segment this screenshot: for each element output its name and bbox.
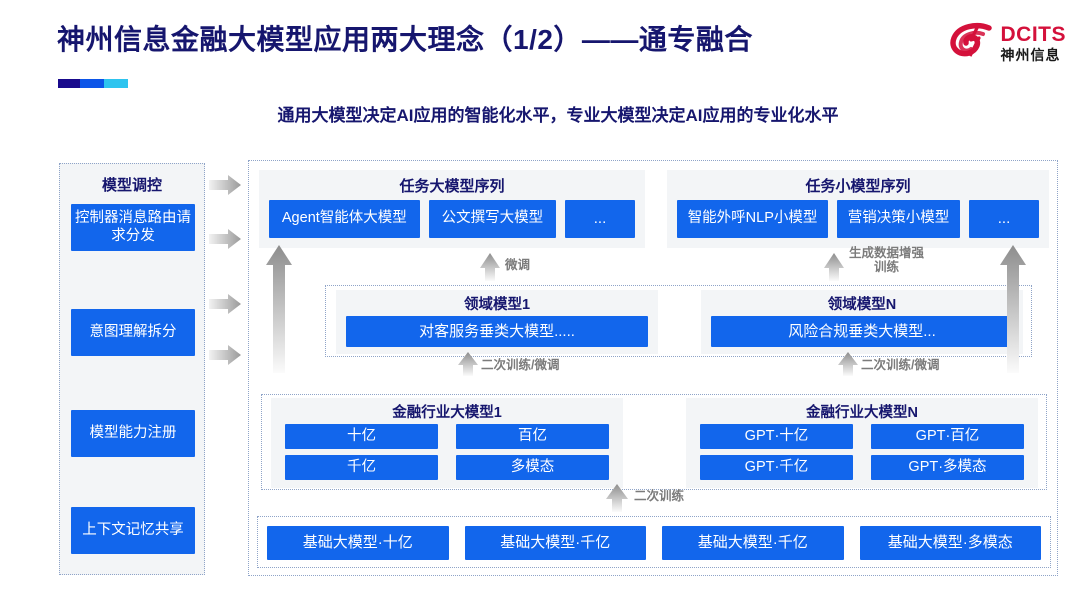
right-arrow-icon-2: [209, 229, 241, 249]
industry-chip-gpt-1b[interactable]: GPT·十亿: [700, 424, 853, 449]
control-item-memory[interactable]: 上下文记忆共享: [71, 507, 195, 554]
accent-bar: [58, 79, 128, 88]
base-chip-100b[interactable]: 基础大模型·千亿: [464, 526, 646, 560]
domain-model-n: 领域模型N 风险合规垂类大模型...: [701, 290, 1023, 354]
control-item-dispatch[interactable]: 控制器消息路由请求分发: [71, 204, 195, 251]
task-small-model-sequence: 任务小模型序列 智能外呼NLP小模型 营销决策小模型 ...: [667, 170, 1049, 248]
industry-model-n: 金融行业大模型N GPT·十亿 GPT·百亿 GPT·千亿 GPT·多模态: [686, 398, 1038, 488]
task-chip-agent[interactable]: Agent智能体大模型: [269, 200, 420, 238]
up-arrow-icon-right-long: [1000, 245, 1026, 373]
accent-segment-1: [58, 79, 80, 88]
arrow-label-retrain: 二次训练: [634, 489, 685, 503]
industry-model-n-chips: GPT·十亿 GPT·百亿 GPT·千亿 GPT·多模态: [686, 424, 1038, 480]
right-arrow-icon-1: [209, 175, 241, 195]
page-subtitle: 通用大模型决定AI应用的智能化水平，专业大模型决定AI应用的专业化水平: [277, 106, 839, 125]
task-large-model-sequence: 任务大模型序列 Agent智能体大模型 公文撰写大模型 ...: [259, 170, 645, 248]
domain-model-n-title: 领域模型N: [827, 296, 897, 313]
control-item-registry[interactable]: 模型能力注册: [71, 410, 195, 457]
up-arrow-icon-retrain-left: [458, 352, 478, 376]
industry-chip-100b[interactable]: 千亿: [285, 455, 438, 480]
domain-model-n-chip[interactable]: 风险合规垂类大模型...: [711, 316, 1013, 347]
domain-model-1-title: 领域模型1: [463, 296, 531, 313]
accent-segment-3: [104, 79, 128, 88]
task-small-sequence-title: 任务小模型序列: [805, 177, 911, 195]
domain-model-container: 领域模型1 对客服务垂类大模型..... 领域模型N 风险合规垂类大模型...: [325, 285, 1032, 357]
arrow-label-data-augmentation: 生成数据增强 训练: [849, 246, 925, 275]
control-item-intent[interactable]: 意图理解拆分: [71, 309, 195, 356]
up-arrow-icon-finetune: [480, 253, 500, 281]
control-panel: 模型调控 控制器消息路由请求分发 意图理解拆分 模型能力注册 上下文记忆共享: [59, 163, 205, 575]
arrow-label-finetune: 微调: [505, 258, 531, 272]
base-chip-100b-2[interactable]: 基础大模型·千亿: [662, 526, 844, 560]
architecture-container: 任务大模型序列 Agent智能体大模型 公文撰写大模型 ... 任务小模型序列 …: [248, 160, 1058, 576]
arrow-label-retrain-finetune-left: 二次训练/微调: [481, 358, 560, 372]
arrow-label-retrain-finetune-right: 二次训练/微调: [861, 358, 940, 372]
domain-model-1: 领域模型1 对客服务垂类大模型.....: [336, 290, 658, 354]
dcits-swirl-icon: [949, 22, 995, 64]
up-arrow-icon-left-long: [266, 245, 292, 373]
logo-en-text: DCITS: [1000, 23, 1066, 46]
industry-chip-multimodal[interactable]: 多模态: [456, 455, 609, 480]
industry-chip-10b[interactable]: 百亿: [456, 424, 609, 449]
task-chip-nlp-outbound[interactable]: 智能外呼NLP小模型: [677, 200, 829, 238]
task-chip-more[interactable]: ...: [565, 200, 635, 238]
domain-model-1-chip[interactable]: 对客服务垂类大模型.....: [346, 316, 648, 347]
industry-chip-gpt-100b[interactable]: GPT·千亿: [700, 455, 853, 480]
logo-cn-text: 神州信息: [1000, 47, 1061, 63]
base-chip-1b[interactable]: 基础大模型·十亿: [267, 526, 449, 560]
industry-model-n-title: 金融行业大模型N: [806, 404, 918, 421]
task-chip-more-small[interactable]: ...: [969, 200, 1039, 238]
industry-model-1-chips: 十亿 百亿 千亿 多模态: [271, 424, 623, 480]
accent-segment-2: [80, 79, 104, 88]
up-arrow-icon-retrain-right: [838, 352, 858, 376]
industry-model-container: 金融行业大模型1 十亿 百亿 千亿 多模态 金融行业大模型N GPT·十亿 GP…: [261, 394, 1047, 490]
right-arrow-icon-3: [209, 294, 241, 314]
right-arrow-icon-4: [209, 345, 241, 365]
task-chip-document[interactable]: 公文撰写大模型: [428, 200, 556, 238]
control-panel-title: 模型调控: [101, 177, 162, 194]
industry-chip-gpt-multimodal[interactable]: GPT·多模态: [871, 455, 1024, 480]
dcits-logo: DCITS 神州信息: [949, 22, 1067, 64]
industry-model-1-title: 金融行业大模型1: [392, 404, 502, 421]
up-arrow-icon-retrain-bottom: [606, 484, 628, 512]
base-chip-multimodal[interactable]: 基础大模型·多模态: [859, 526, 1041, 560]
task-chip-marketing[interactable]: 营销决策小模型: [837, 200, 960, 238]
industry-model-1: 金融行业大模型1 十亿 百亿 千亿 多模态: [271, 398, 623, 488]
task-large-sequence-title: 任务大模型序列: [399, 177, 505, 195]
base-model-container: 基础大模型·十亿 基础大模型·千亿 基础大模型·千亿 基础大模型·多模态: [257, 516, 1051, 568]
up-arrow-icon-data-aug: [824, 253, 844, 281]
industry-chip-1b[interactable]: 十亿: [285, 424, 438, 449]
task-large-sequence-chips: Agent智能体大模型 公文撰写大模型 ...: [259, 200, 645, 238]
task-small-sequence-chips: 智能外呼NLP小模型 营销决策小模型 ...: [667, 200, 1049, 238]
base-model-row: 基础大模型·十亿 基础大模型·千亿 基础大模型·千亿 基础大模型·多模态: [258, 517, 1050, 569]
page-title: 神州信息金融大模型应用两大理念（1/2）——通专融合: [57, 24, 753, 55]
industry-chip-gpt-10b[interactable]: GPT·百亿: [871, 424, 1024, 449]
